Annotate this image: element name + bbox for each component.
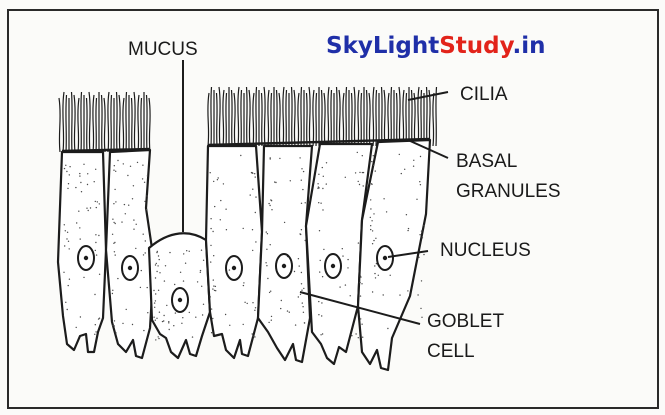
epithelial-cell-2: [106, 150, 154, 358]
watermark-logo: SkyLightStudy.in: [326, 33, 546, 59]
epithelial-cell-3: [206, 146, 262, 358]
epithelial-cell-1: [58, 152, 106, 352]
label-goblet-cell-line1: GOBLET: [427, 311, 504, 332]
cilia-tuft-right: [208, 87, 437, 146]
label-basal-granules-line1: BASAL: [456, 151, 517, 172]
label-goblet-cell-line2: CELL: [427, 341, 475, 362]
watermark-part-2: Study: [439, 33, 514, 59]
label-mucus: MUCUS: [128, 39, 198, 60]
cilia-tuft-left: [59, 92, 150, 152]
label-basal-granules-line2: GRANULES: [456, 181, 561, 202]
label-nucleus: NUCLEUS: [440, 240, 531, 261]
watermark-part-3: .in: [513, 33, 546, 59]
goblet-cell: [149, 233, 210, 358]
watermark-part-1: SkyLight: [326, 33, 439, 59]
cell-group: [58, 140, 430, 370]
label-cilia: CILIA: [460, 84, 508, 105]
